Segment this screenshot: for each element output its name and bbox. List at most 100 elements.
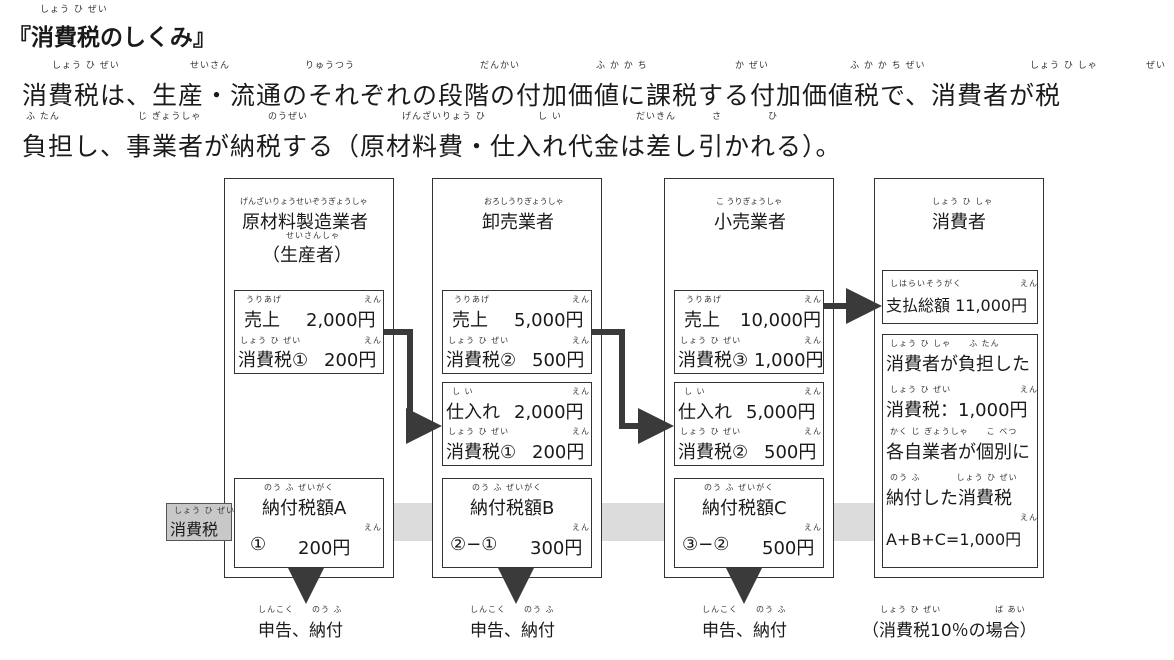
wholesaler-pay-value: 300円	[530, 538, 583, 559]
wholesaler-purchase-label: 仕入れ	[446, 402, 500, 423]
yen-ruby: えん	[1020, 513, 1038, 522]
retailer-sales-box	[674, 290, 824, 374]
purchase-ruby: し い	[452, 387, 474, 396]
consumer-total-box	[882, 270, 1038, 324]
manufacturer-pay-calc: ①	[250, 534, 267, 555]
title-ruby: しょう ひ ぜい	[40, 5, 108, 15]
total-ruby: しはらいそうがく	[890, 279, 962, 288]
consumer-summary-box	[882, 334, 1038, 568]
pay-ruby: のう ふ ぜいがく	[264, 483, 335, 492]
retailer-tax-label: 消費税③	[678, 350, 749, 371]
page-title: 『消費税のしくみ』	[8, 25, 216, 51]
wholesaler-tax-value: 500円	[532, 350, 585, 371]
manufacturer-name: 原材料製造業者	[242, 212, 368, 233]
yen-ruby: えん	[364, 336, 382, 345]
tax-label: 消費税	[170, 520, 219, 539]
tax-ruby: しょう ひ ぜい	[240, 336, 302, 345]
manufacturer-pay-title: 納付税額A	[262, 498, 347, 519]
retailer-tax-value: 1,000円	[754, 350, 824, 371]
tax-ruby: しょう ひ ぜい	[448, 336, 510, 345]
retailer-bottom-label: 申告、納付	[702, 621, 787, 641]
retailer-purchase-value: 5,000円	[746, 402, 816, 423]
consumer-name-ruby: しょう ひ しゃ	[932, 197, 994, 206]
intro-ruby: せいさん	[190, 61, 231, 71]
bottom-ruby: しんこく のう ふ	[258, 605, 343, 614]
tax-ruby: しょう ひ ぜい	[680, 427, 742, 436]
manufacturer-sales-value: 2,000円	[306, 310, 376, 331]
yen-ruby: えん	[804, 427, 822, 436]
intro-ruby: さ	[712, 112, 723, 122]
retailer-ptax-value: 500円	[764, 442, 817, 463]
wholesaler-purchase-value: 2,000円	[514, 402, 584, 423]
tax-label-ruby: しょう ひ ぜい	[174, 506, 236, 515]
bottom-ruby: しょう ひ ぜい ば あい	[880, 605, 1026, 614]
intro-ruby: りゅうつう	[305, 61, 356, 71]
intro-ruby: だんかい	[480, 61, 521, 71]
manufacturer-sub-ruby: せいさんしゃ	[286, 231, 340, 240]
yen-ruby: えん	[572, 387, 590, 396]
wholesaler-bottom-label: 申告、納付	[470, 621, 555, 641]
yen-ruby: えん	[804, 523, 822, 532]
intro-ruby: だいきん	[636, 112, 677, 122]
consumer-burden-tax: 消費税：1,000円	[886, 400, 1028, 421]
retailer-pay-box	[674, 478, 824, 568]
intro-ruby: しょう ひ ぜい	[52, 61, 120, 71]
consumer-bottom-label: （消費税10％の場合）	[862, 621, 1037, 641]
intro-ruby: ふ か か ち	[596, 61, 648, 71]
wholesaler-sales-value: 5,000円	[514, 310, 584, 331]
consumer-sum: A+B+C=1,000円	[886, 530, 1022, 549]
manufacturer-sales-box	[234, 290, 384, 374]
burden-ruby: しょう ひ しゃ ふ たん	[890, 339, 1000, 348]
wholesaler-ptax-value: 200円	[532, 442, 585, 463]
manufacturer-pay-value: 200円	[298, 538, 351, 559]
intro-line-1: 消費税は、生産・流通のそれぞれの段階の付加価値に課税する付加価値税で、消費者が税	[22, 81, 1062, 110]
manufacturer-pay-box	[234, 478, 384, 568]
burden-tax-ruby: しょう ひ ぜい	[890, 385, 952, 394]
intro-ruby: じ ぎょうしゃ	[138, 112, 202, 122]
yen-ruby: えん	[1020, 385, 1038, 394]
intro-ruby: のうぜい	[268, 112, 309, 122]
manufacturer-name-ruby: げんざいりょうせいぞうぎょうしゃ	[240, 197, 368, 206]
retailer-purchase-box	[674, 382, 824, 466]
tax-ruby: しょう ひ ぜい	[680, 336, 742, 345]
wholesaler-pay-calc: ②−①	[450, 534, 498, 555]
retailer-sales-label: 売上	[684, 310, 720, 331]
consumer-burden: 消費者が負担した	[886, 354, 1030, 375]
bottom-ruby: しんこく のう ふ	[470, 605, 555, 614]
intro-ruby: ぜい	[1146, 61, 1167, 71]
yen-ruby: えん	[1020, 279, 1038, 288]
wholesaler-sales-label: 売上	[452, 310, 488, 331]
consumer-each: 各自業者が個別に	[886, 442, 1030, 463]
wholesaler-sales-box	[442, 290, 592, 374]
manufacturer-tax-label: 消費税①	[238, 350, 309, 371]
yen-ruby: えん	[364, 523, 382, 532]
intro-line-2: 負担し、事業者が納税する（原材料費・仕入れ代金は差し引かれる）。	[22, 132, 842, 161]
manufacturer-tax-value: 200円	[324, 350, 377, 371]
pay-ruby: のう ふ ぜいがく	[704, 483, 775, 492]
yen-ruby: えん	[804, 336, 822, 345]
consumer-total: 支払総額 11,000円	[886, 296, 1028, 315]
wholesaler-name-ruby: おろしうりぎょうしゃ	[484, 197, 564, 206]
retailer-purchase-label: 仕入れ	[678, 402, 732, 423]
paid-ruby: のう ふ しょう ひ ぜい	[890, 473, 1018, 482]
bottom-ruby: しんこく のう ふ	[702, 605, 787, 614]
manufacturer-sales-label: 売上	[244, 310, 280, 331]
retailer-name: 小売業者	[714, 212, 786, 233]
manufacturer-bottom-label: 申告、納付	[258, 621, 343, 641]
yen-ruby: えん	[364, 295, 382, 304]
wholesaler-pay-title: 納付税額B	[470, 498, 555, 519]
manufacturer-sub: （生産者）	[262, 245, 352, 266]
purchase-ruby: し い	[684, 387, 706, 396]
wholesaler-ptax-label: 消費税①	[446, 442, 517, 463]
wholesaler-purchase-box	[442, 382, 592, 466]
intro-ruby: げんざいりょう ひ	[402, 112, 486, 122]
sales-ruby: うりあげ	[246, 295, 282, 304]
yen-ruby: えん	[804, 295, 822, 304]
each-ruby: かく じ ぎょうしゃ こ べつ	[890, 427, 1018, 436]
intro-ruby: しょう ひ しゃ	[1030, 61, 1098, 71]
arrow-wholesaler-to-retailer	[592, 329, 674, 444]
intro-ruby: し い	[538, 112, 562, 122]
consumer-paid: 納付した消費税	[886, 488, 1012, 509]
pay-ruby: のう ふ ぜいがく	[472, 483, 543, 492]
consumer-name: 消費者	[932, 212, 986, 233]
